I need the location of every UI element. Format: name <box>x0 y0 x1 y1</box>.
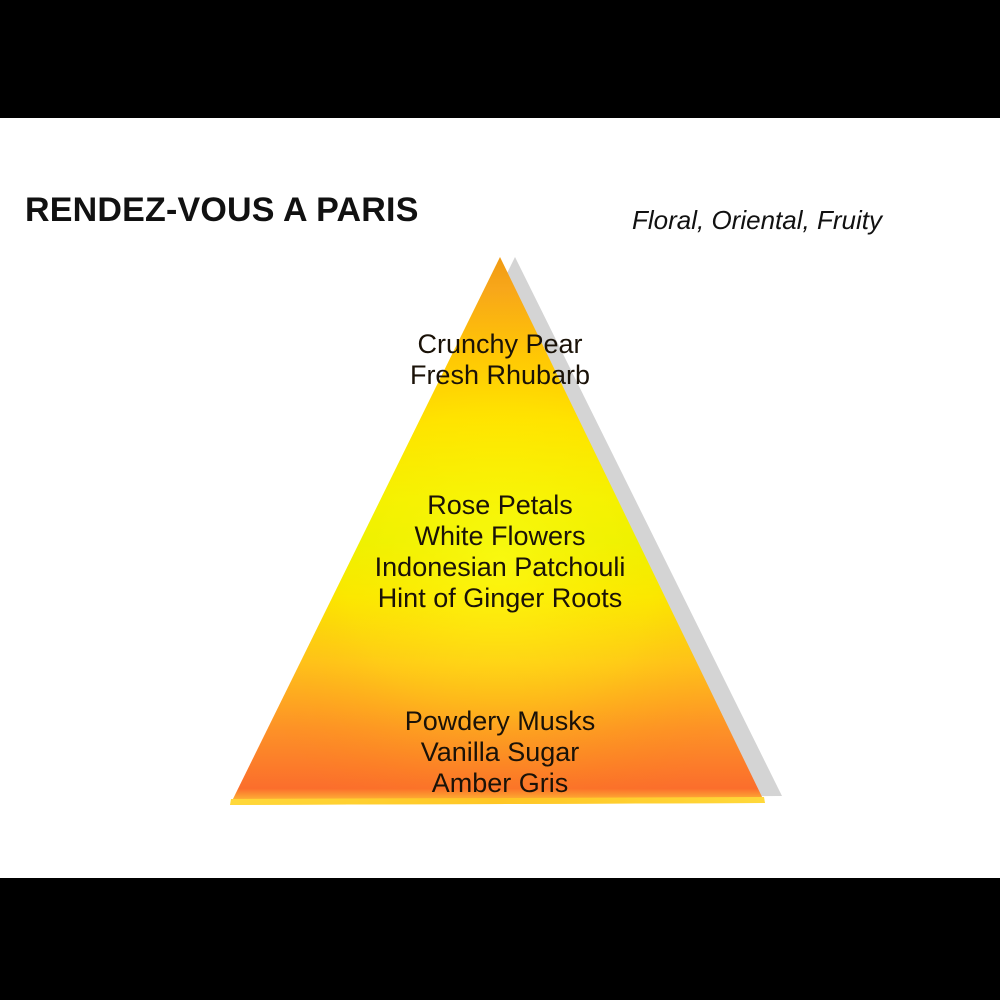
base-notes-group: Powdery Musks Vanilla Sugar Amber Gris <box>280 706 720 799</box>
fragrance-pyramid <box>0 118 1000 878</box>
page-title: RENDEZ-VOUS A PARIS <box>25 191 419 229</box>
note-item: Powdery Musks <box>404 706 596 736</box>
note-item: Amber Gris <box>431 768 569 798</box>
letterbox-bar-top <box>0 0 1000 118</box>
note-item: Crunchy Pear <box>417 329 583 359</box>
pyramid-graphic <box>230 257 782 805</box>
note-item: Indonesian Patchouli <box>374 552 626 582</box>
note-item: Fresh Rhubarb <box>409 360 591 390</box>
note-item: Hint of Ginger Roots <box>377 583 623 613</box>
note-item: Vanilla Sugar <box>420 737 580 767</box>
top-notes-group: Crunchy Pear Fresh Rhubarb <box>280 329 720 391</box>
note-item: Rose Petals <box>427 490 573 520</box>
fragrance-family-subtitle: Floral, Oriental, Fruity <box>632 205 882 235</box>
heart-notes-group: Rose Petals White Flowers Indonesian Pat… <box>250 490 750 614</box>
slide-canvas: RENDEZ-VOUS A PARIS Floral, Oriental, Fr… <box>0 118 1000 878</box>
pyramid-base-edge <box>230 797 765 805</box>
note-item: White Flowers <box>414 521 586 551</box>
letterbox-bar-bottom <box>0 878 1000 1000</box>
